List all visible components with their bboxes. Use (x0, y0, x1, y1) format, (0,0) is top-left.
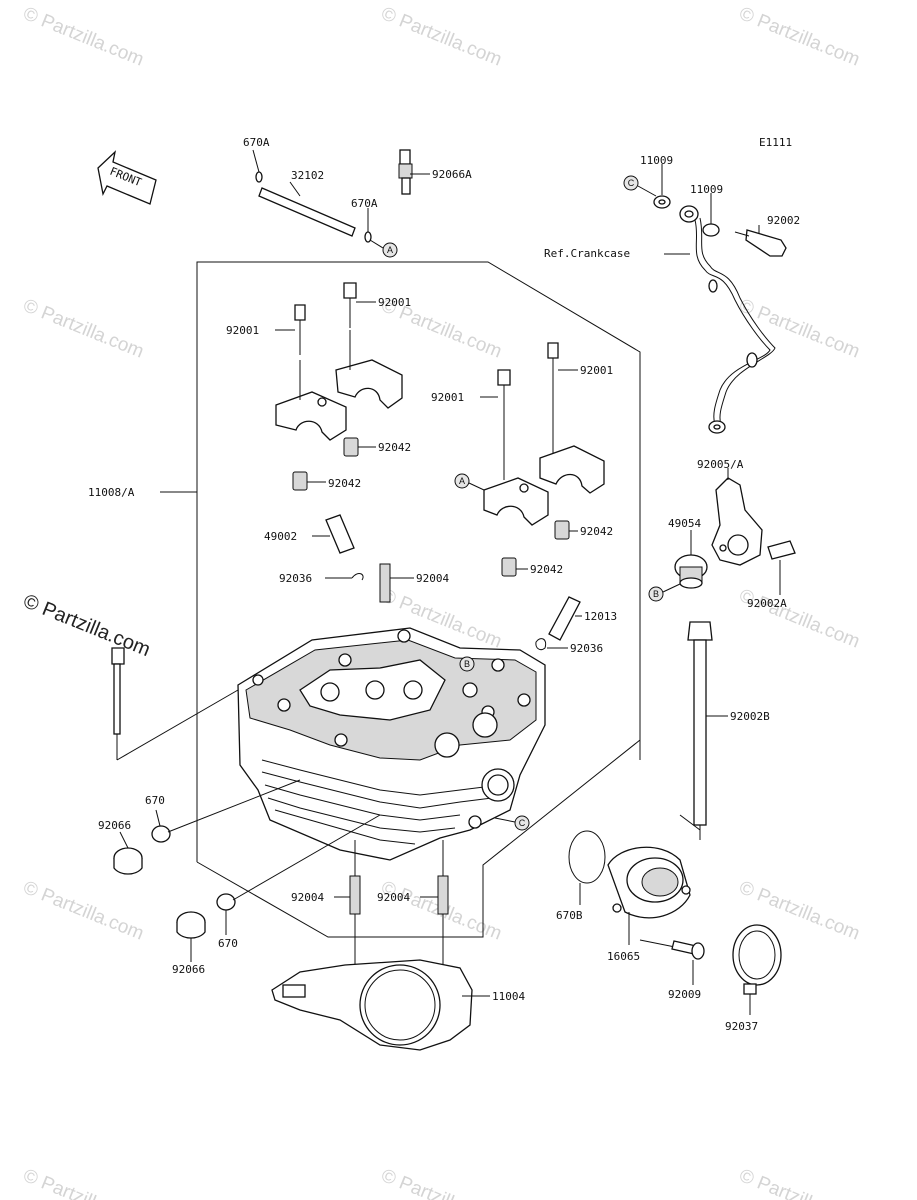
label-92042: 92042 (378, 441, 411, 454)
holder-16065 (607, 846, 691, 951)
label-92001: 92001 (431, 391, 464, 404)
label-670: 670 (218, 937, 238, 950)
callout-c: C (494, 815, 530, 831)
label-92004: 92004 (416, 572, 449, 585)
label-11004: 11004 (492, 990, 525, 1003)
svg-text:B: B (653, 589, 659, 599)
callout-a: A (369, 239, 398, 258)
clamp-92037 (732, 924, 782, 1015)
watermark: © Partzilla.com (736, 295, 863, 362)
watermark: © Partzilla.com (378, 3, 505, 70)
oring-670B (568, 830, 606, 905)
label-670A: 670A (351, 197, 378, 210)
cylinder-head (237, 627, 546, 861)
watermark: © Partzilla.com (736, 1165, 863, 1200)
label-92004: 92004 (291, 891, 324, 904)
plug-92066-lower (176, 814, 381, 962)
cam-cap-left (275, 282, 403, 491)
label-92002A: 92002A (747, 597, 787, 610)
svg-text:A: A (459, 476, 465, 486)
bolt-left (111, 647, 239, 761)
svg-text:B: B (464, 659, 470, 669)
label-92036: 92036 (279, 572, 312, 585)
label-92009: 92009 (668, 988, 701, 1001)
label-670: 670 (145, 794, 165, 807)
label-670B: 670B (556, 909, 583, 922)
valve-guide-12013 (535, 596, 582, 651)
svg-text:A: A (387, 245, 393, 255)
label-92002: 92002 (767, 214, 800, 227)
watermark: © Partzilla.com (20, 1165, 147, 1200)
label-11009: 11009 (640, 154, 673, 167)
watermark: © Partzilla.com (20, 295, 147, 362)
guide-49002 (312, 514, 355, 554)
label-92042: 92042 (530, 563, 563, 576)
screw-92009 (671, 940, 705, 985)
label-11008A: 11008/A (88, 486, 135, 499)
head-gasket-11004 (271, 959, 490, 1051)
label-92066A: 92066A (432, 168, 472, 181)
label-92066: 92066 (98, 819, 131, 832)
label-11009: 11009 (690, 183, 723, 196)
plug-92066-upper (113, 779, 301, 875)
studs-92004 (334, 840, 449, 965)
front-arrow-icon: FRONT (97, 150, 157, 205)
dowel-pin-32102 (252, 149, 372, 243)
watermark: © Partzilla.com (378, 1165, 505, 1200)
label-92001: 92001 (580, 364, 613, 377)
label-49054: 49054 (668, 517, 701, 530)
watermark: © Partzilla.com (736, 585, 863, 652)
label-12013: 12013 (584, 610, 617, 623)
label-92037: 92037 (725, 1020, 758, 1033)
label-16065: 16065 (607, 950, 640, 963)
label-92005A: 92005/A (697, 458, 744, 471)
temperature-sensor-92066A (398, 149, 430, 195)
svg-text:C: C (628, 178, 635, 188)
label-92042: 92042 (580, 525, 613, 538)
label-92001: 92001 (226, 324, 259, 337)
watermark: © Partzilla.com (20, 877, 147, 944)
label-92042: 92042 (328, 477, 361, 490)
callout-b: B (459, 656, 475, 672)
label-92004: 92004 (377, 891, 410, 904)
label-92002B: 92002B (730, 710, 770, 723)
label-32102: 32102 (291, 169, 324, 182)
watermark: © Partzilla.com (736, 3, 863, 70)
label-92066: 92066 (172, 963, 205, 976)
label-92001: 92001 (378, 296, 411, 309)
label-49002: 49002 (264, 530, 297, 543)
label-ref-crankcase: Ref.Crankcase (544, 247, 630, 260)
thermostat-49054: B (648, 530, 708, 602)
oil-pipe: C (623, 164, 787, 434)
svg-text:C: C (519, 818, 526, 828)
label-92036: 92036 (570, 642, 603, 655)
callout-a: A (454, 473, 485, 491)
watermark-prominent: © Partzilla.com (20, 590, 153, 661)
label-670A: 670A (243, 136, 270, 149)
stud-92004-top (325, 563, 414, 603)
watermark: © Partzilla.com (20, 3, 147, 70)
cam-cap-right (480, 342, 605, 577)
diagram-code: E1111 (759, 136, 792, 149)
water-outlet-92005A (711, 468, 796, 595)
long-bolt-92002B (687, 621, 728, 840)
